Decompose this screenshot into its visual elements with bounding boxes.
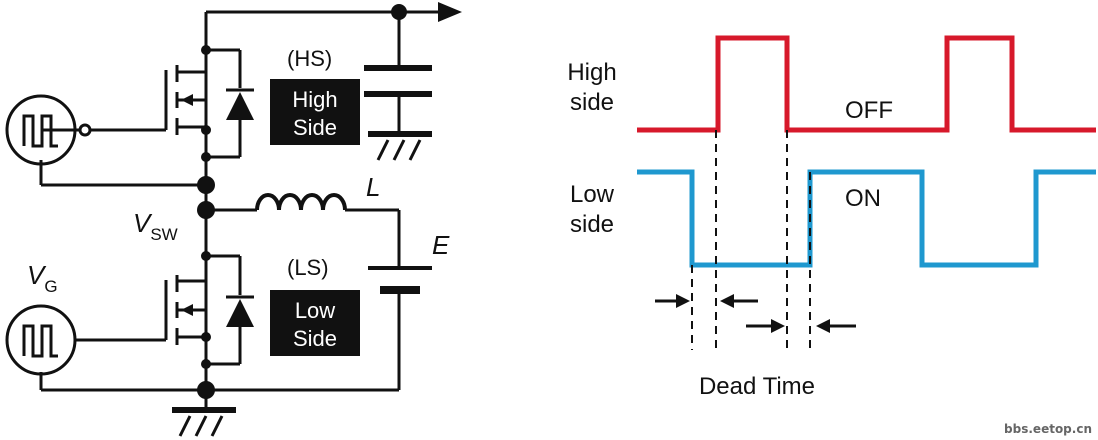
high-side-label-line2: side [570, 89, 614, 116]
vsw-sub: SW [150, 225, 177, 244]
low-side-label-line1: Low [570, 181, 615, 208]
voltage-source [368, 266, 432, 390]
off-label: OFF [845, 97, 893, 124]
output-capacitor [364, 12, 432, 134]
hs-tag: (HS) [287, 46, 332, 71]
hs-pulse-source [5, 94, 166, 166]
watermark: bbs.eetop.cn [1004, 422, 1092, 436]
ls-box-line1: Low [295, 298, 335, 323]
ground-symbol-capacitor [368, 131, 432, 161]
ground-symbol-main [172, 407, 236, 437]
dead-time-label: Dead Time [699, 373, 815, 400]
hs-label-box [270, 79, 360, 145]
inductor-label: L [366, 172, 380, 202]
circuit-diagram [5, 2, 462, 437]
ls-pulse-source [5, 304, 77, 376]
timing-diagram: High side Low side OFF ON Dead Time [567, 35, 1096, 400]
hs-box-line2: Side [293, 115, 337, 140]
arrow-right-icon [746, 319, 785, 333]
vg-label: VG [27, 260, 58, 296]
ls-label-box [270, 290, 360, 356]
dead-time-arrows [655, 294, 856, 333]
low-side-waveform [637, 169, 1096, 268]
low-side-mosfet [75, 251, 211, 369]
inductor [206, 193, 401, 268]
ground-bus [39, 372, 399, 410]
vsw-main: V [133, 208, 153, 238]
high-side-body-diode [206, 48, 254, 159]
arrow-right-icon [655, 294, 690, 308]
on-label: ON [845, 185, 881, 212]
ls-box-line2: Side [293, 326, 337, 351]
arrow-left-icon [816, 319, 856, 333]
vg-sub: G [44, 277, 57, 296]
dead-time-markers [691, 130, 811, 350]
high-side-label-line1: High [567, 59, 616, 86]
low-side-body-diode [206, 254, 254, 366]
vsw-label: VSW [133, 208, 178, 244]
high-side-mosfet [41, 45, 211, 162]
vg-main: V [27, 260, 47, 290]
ls-tag: (LS) [287, 255, 329, 280]
low-side-label-line2: side [570, 211, 614, 238]
arrow-left-icon [720, 294, 758, 308]
source-label: E [432, 230, 450, 260]
switch-node [39, 157, 215, 390]
high-side-waveform [637, 35, 1096, 133]
hs-box-line1: High [292, 87, 337, 112]
